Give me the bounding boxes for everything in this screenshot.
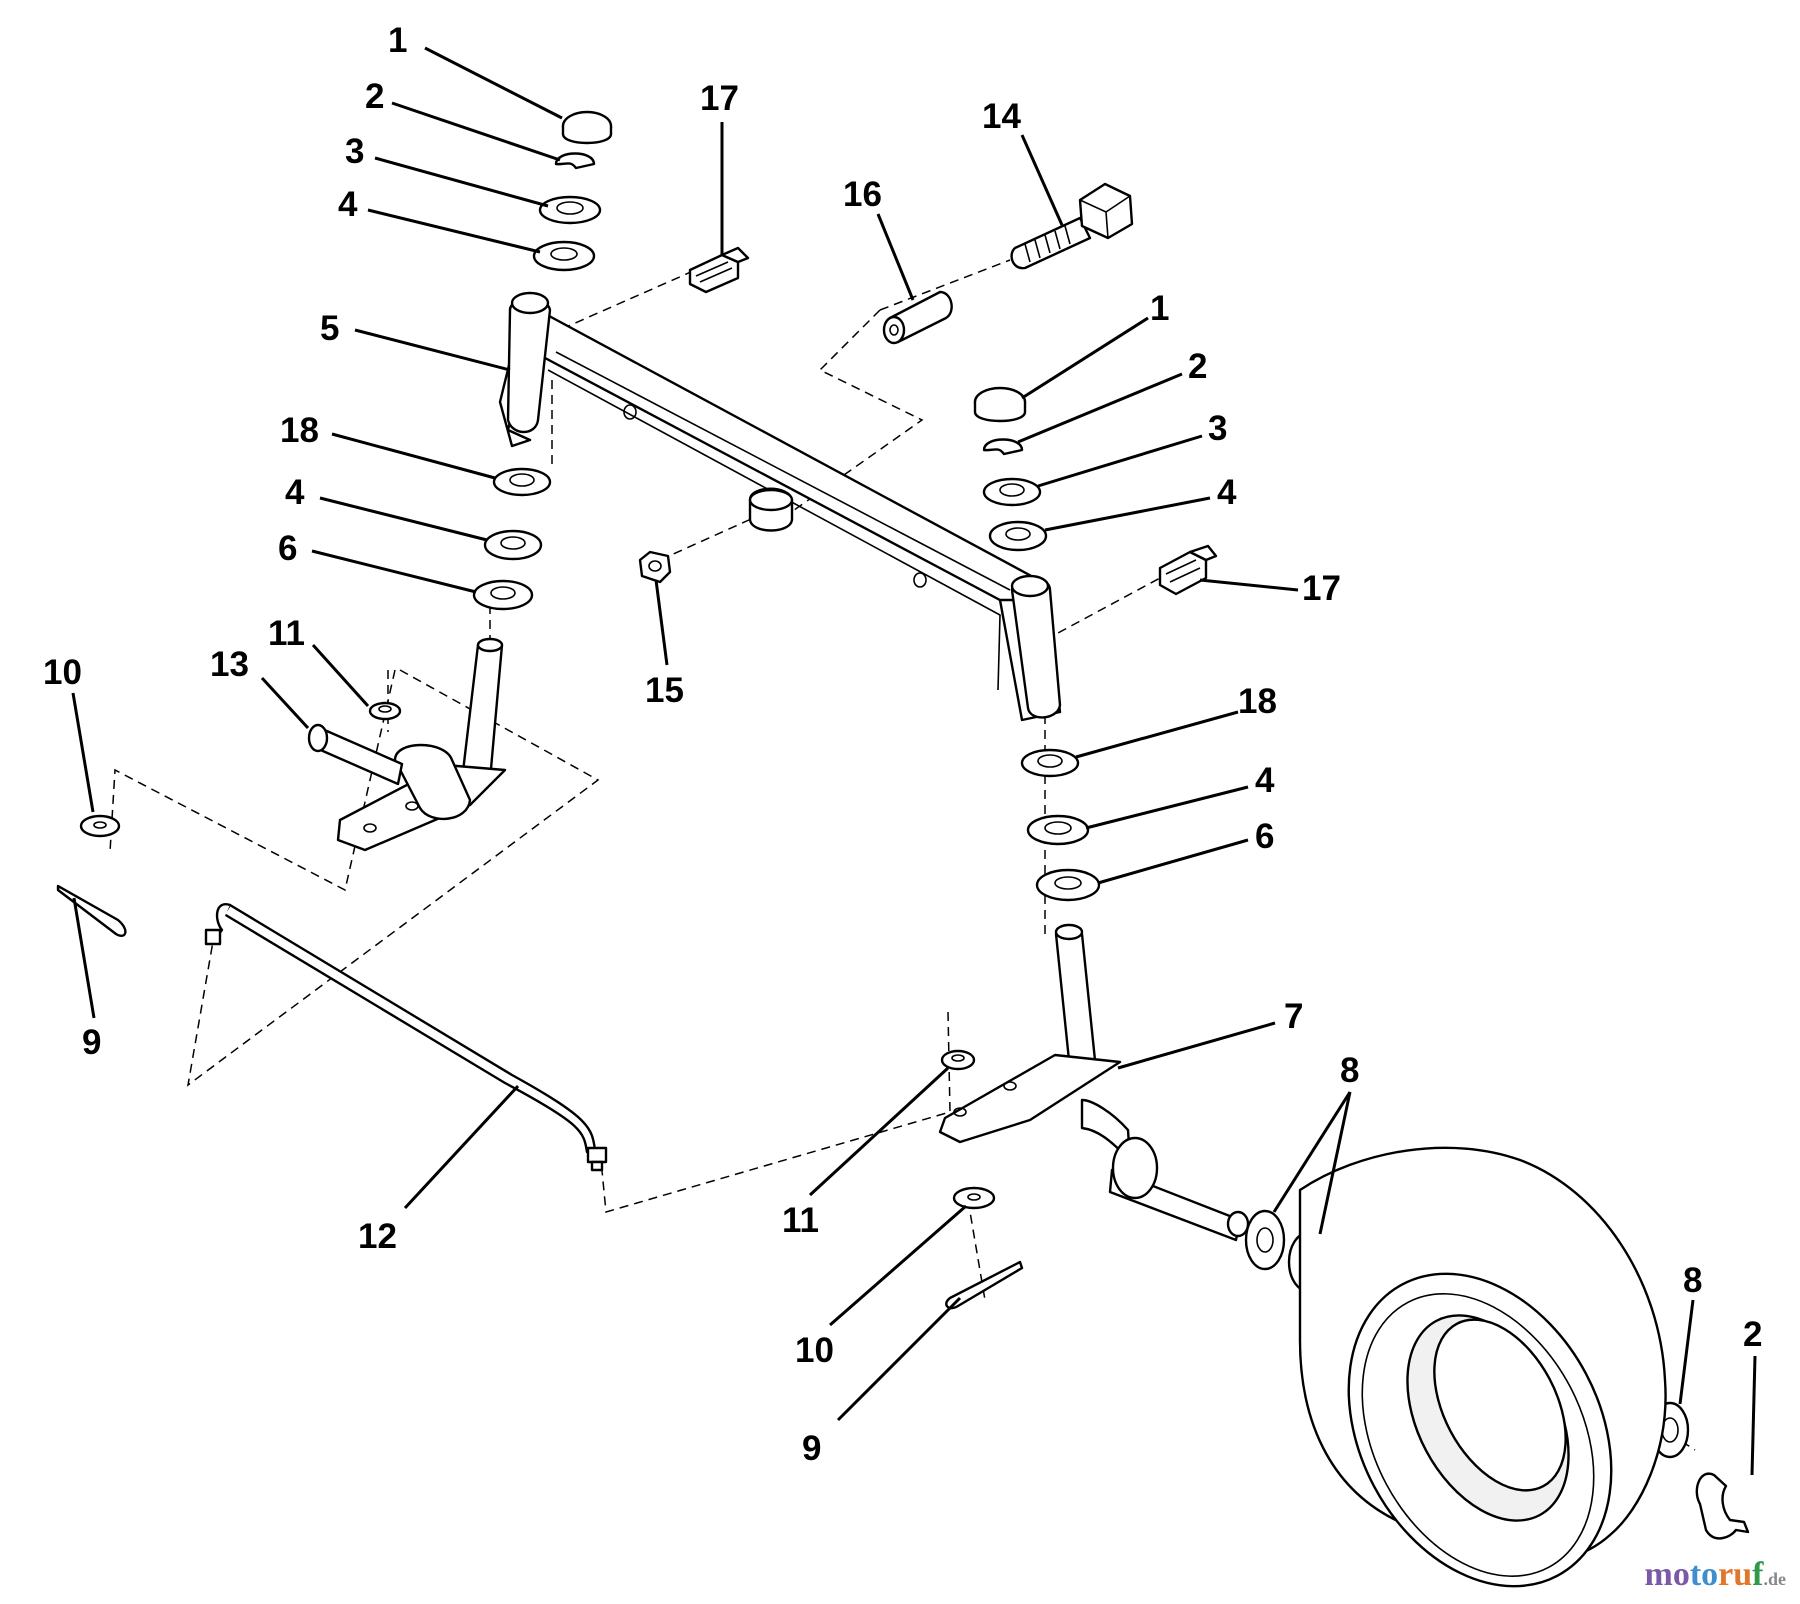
leader-lines bbox=[71, 46, 1757, 1476]
callout-label: 15 bbox=[645, 671, 684, 710]
callout-label: 4 bbox=[1217, 473, 1237, 512]
watermark-part: f bbox=[1752, 1556, 1764, 1593]
watermark-part: ru bbox=[1718, 1556, 1753, 1593]
left-lower-parts-stack bbox=[472, 467, 552, 611]
callout-label: 12 bbox=[358, 1217, 397, 1256]
wheel-tire bbox=[1298, 1146, 1667, 1588]
callout-label: 8 bbox=[1340, 1051, 1359, 1090]
callout-label: 11 bbox=[268, 614, 305, 653]
watermark-part: to bbox=[1689, 1556, 1719, 1593]
callout-label: 10 bbox=[795, 1331, 834, 1370]
left-upper-parts-stack bbox=[532, 110, 613, 272]
callout-label: 13 bbox=[210, 645, 249, 684]
bolt-14 bbox=[1010, 182, 1134, 270]
grease-fitting-left bbox=[688, 246, 750, 294]
callout-label: 18 bbox=[280, 411, 319, 450]
callout-label: 4 bbox=[338, 185, 358, 224]
e-clip-2 bbox=[1695, 1472, 1750, 1540]
nut-15 bbox=[638, 550, 672, 584]
callout-label: 14 bbox=[982, 97, 1021, 136]
callout-label: 11 bbox=[782, 1201, 819, 1240]
callout-label: 9 bbox=[802, 1429, 821, 1468]
right-upper-parts-stack bbox=[973, 386, 1048, 552]
callout-label: 4 bbox=[1255, 761, 1275, 800]
watermark-part: mo bbox=[1644, 1556, 1690, 1593]
right-small-parts bbox=[940, 1049, 1024, 1310]
callout-label: 9 bbox=[82, 1023, 101, 1062]
spacer-16 bbox=[882, 290, 953, 345]
left-spindle bbox=[307, 637, 507, 852]
callout-label: 10 bbox=[43, 653, 82, 692]
callout-label: 4 bbox=[285, 473, 305, 512]
callout-label: 16 bbox=[843, 175, 882, 214]
callout-label: 8 bbox=[1683, 1261, 1702, 1300]
callout-label: 17 bbox=[700, 79, 739, 118]
callout-label: 6 bbox=[278, 529, 297, 568]
callout-label: 7 bbox=[1284, 997, 1303, 1036]
callout-label: 1 bbox=[388, 21, 407, 60]
front-axle-beam bbox=[498, 291, 1062, 722]
callout-label: 3 bbox=[1208, 409, 1227, 448]
callout-label: 6 bbox=[1255, 817, 1274, 856]
callout-label: 2 bbox=[1743, 1315, 1762, 1354]
callout-labels: 1 2 3 4 5 18 4 6 11 13 10 9 12 17 16 14 … bbox=[43, 21, 1762, 1468]
callout-label: 5 bbox=[320, 309, 339, 348]
left-small-parts bbox=[56, 814, 127, 937]
right-lower-parts-stack bbox=[1020, 748, 1101, 902]
grease-fitting-right bbox=[1158, 544, 1218, 596]
right-spindle bbox=[938, 923, 1250, 1242]
callout-label: 18 bbox=[1238, 682, 1277, 721]
callout-label: 2 bbox=[1188, 347, 1207, 386]
callout-label: 2 bbox=[365, 77, 384, 116]
tie-rod bbox=[204, 903, 608, 1172]
callout-label: 1 bbox=[1150, 289, 1169, 328]
callout-label: 3 bbox=[345, 132, 364, 171]
callout-label: 17 bbox=[1302, 569, 1341, 608]
watermark-suffix: .de bbox=[1763, 1569, 1787, 1589]
site-watermark: motoruf.de bbox=[1645, 1556, 1786, 1594]
